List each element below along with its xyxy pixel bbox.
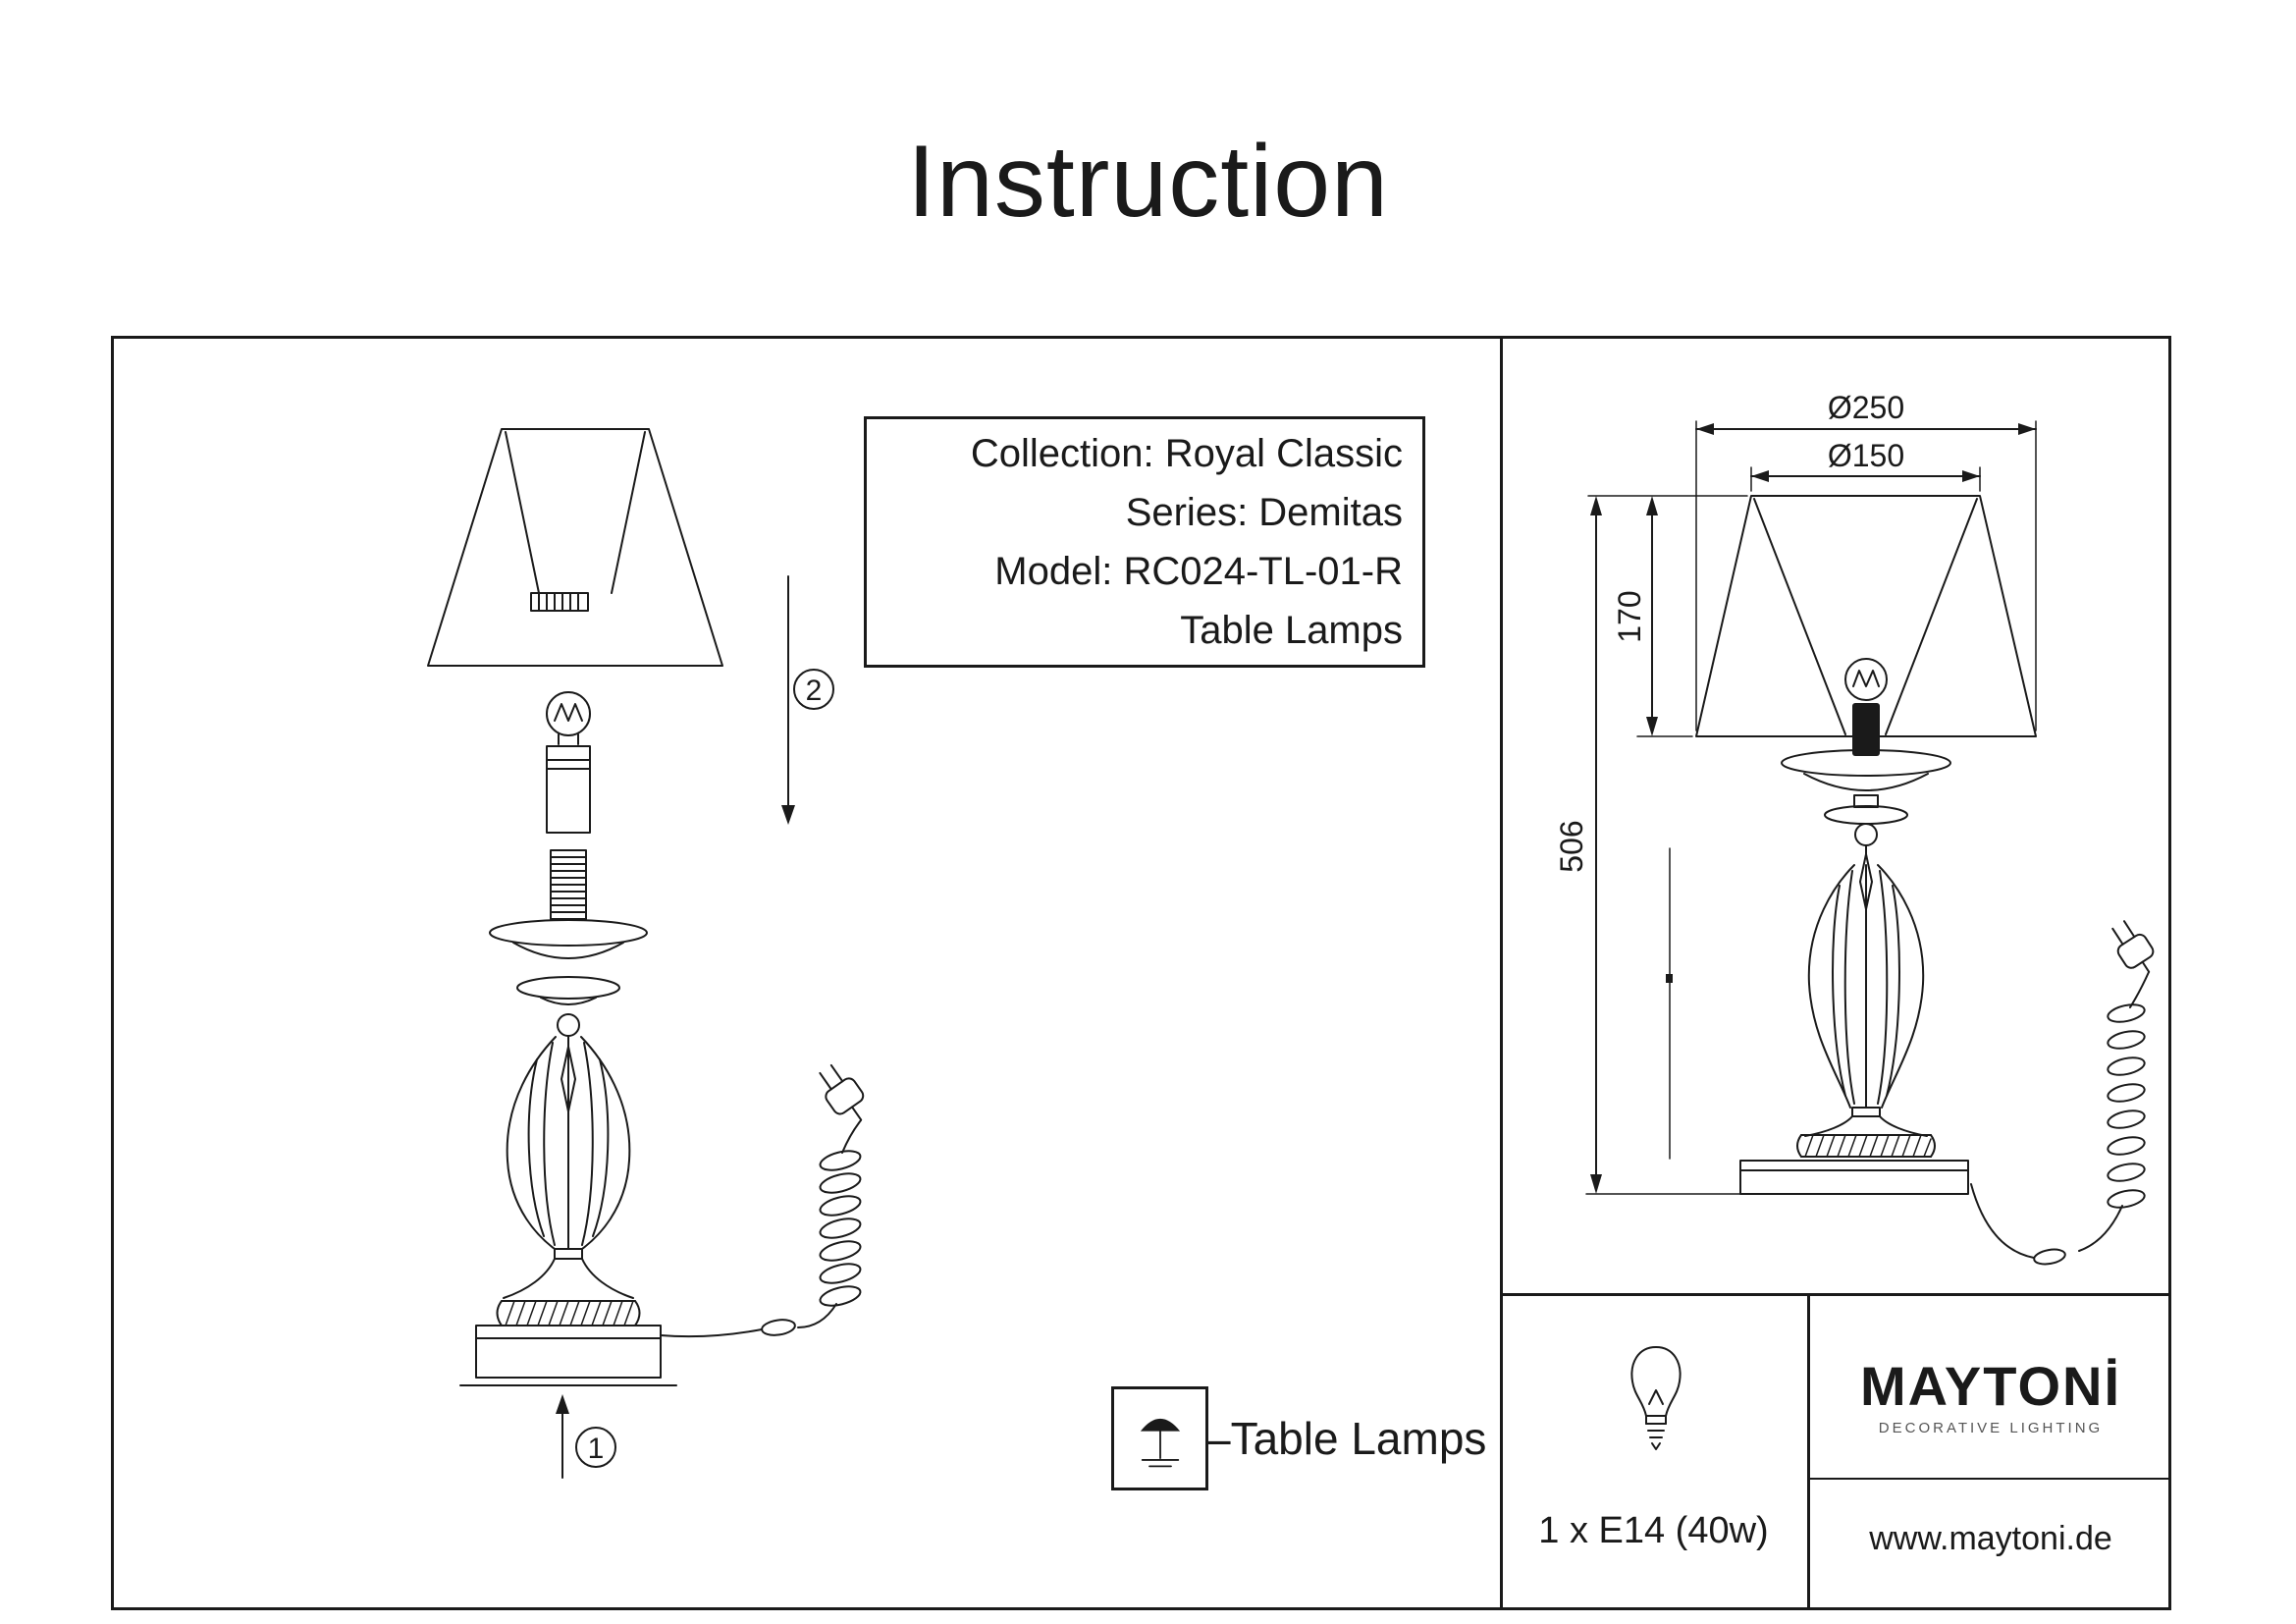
category-badge bbox=[1111, 1386, 1208, 1490]
dimension-diagram: Ø250 Ø150 170 506 bbox=[1554, 390, 2155, 1266]
plug-icon bbox=[819, 1063, 865, 1121]
table-lamp-icon bbox=[1140, 1418, 1180, 1468]
brand-tagline: DECORATIVE LIGHTING bbox=[1878, 1420, 2104, 1436]
assembled-lamp-drawing bbox=[1666, 495, 2037, 1195]
lamp-body-drawing bbox=[506, 1013, 631, 1250]
lampshade-drawing bbox=[427, 428, 723, 667]
cord-switch bbox=[761, 1319, 796, 1336]
brand-cell-divider bbox=[1810, 1478, 2171, 1480]
dim-150-label: Ø150 bbox=[1828, 438, 1904, 473]
dim-total-height: 506 bbox=[1554, 496, 1741, 1195]
info-type: Table Lamps bbox=[1180, 609, 1403, 652]
bulb-icon bbox=[1630, 1346, 1682, 1450]
info-series: Series: Demitas bbox=[1125, 491, 1403, 534]
dim-170-label: 170 bbox=[1612, 590, 1647, 642]
assembly-diagram: 2 bbox=[427, 428, 865, 1479]
main-vertical-divider bbox=[1500, 336, 1503, 1610]
brand-block: MAYTONİ DECORATIVE LIGHTING bbox=[1810, 1355, 2171, 1437]
dim-506-label: 506 bbox=[1554, 820, 1589, 872]
plug-icon bbox=[2111, 920, 2155, 973]
info-collection: Collection: Royal Classic bbox=[970, 432, 1403, 475]
dim-inner-diameter: Ø150 bbox=[1750, 438, 1981, 492]
brand-logo: MAYTONİ bbox=[1859, 1355, 2122, 1417]
socket-drawing bbox=[546, 745, 591, 834]
category-label: –Table Lamps bbox=[1205, 1413, 1487, 1464]
step-1-label: 1 bbox=[588, 1433, 605, 1465]
lamp-base-drawing bbox=[459, 1248, 677, 1386]
threaded-rod-drawing bbox=[550, 849, 587, 920]
bobeche-drawing bbox=[489, 919, 648, 1005]
step-1-arrow: 1 bbox=[556, 1394, 616, 1479]
dim-top-diameter: Ø250 bbox=[1695, 390, 2037, 731]
sheet-frame bbox=[111, 336, 2171, 1610]
info-model: Model: RC024-TL-01-R bbox=[994, 550, 1403, 593]
brand-website: www.maytoni.de bbox=[1869, 1520, 2112, 1557]
power-cord-drawing-right bbox=[1970, 920, 2155, 1266]
bulb-spec-label: 1 x E14 (40w) bbox=[1538, 1510, 1769, 1551]
page-title: Instruction bbox=[907, 125, 1389, 239]
cord-switch bbox=[2033, 1248, 2066, 1266]
product-info-box: Collection: Royal Classic Series: Demita… bbox=[864, 416, 1425, 668]
step-2-arrow: 2 bbox=[781, 575, 834, 825]
dim-shade-height: 170 bbox=[1587, 495, 1748, 737]
power-cord-drawing bbox=[660, 1063, 865, 1338]
bulb-drawing bbox=[546, 691, 591, 745]
right-panel-horizontal-divider bbox=[1500, 1293, 2171, 1296]
dim-250-label: Ø250 bbox=[1828, 390, 1904, 425]
step-2-label: 2 bbox=[806, 675, 823, 707]
bottom-cells-divider bbox=[1807, 1293, 1810, 1610]
